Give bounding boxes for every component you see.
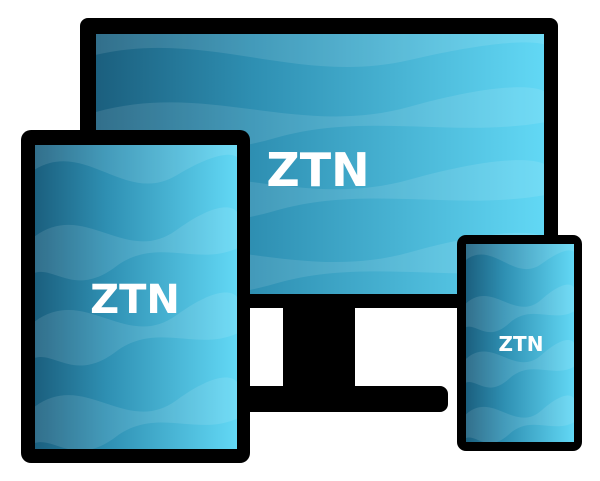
- tablet-label: ZTN: [90, 277, 180, 323]
- monitor-stand-base: [232, 386, 448, 412]
- tablet-screen: [35, 145, 237, 449]
- phone-label: ZTN: [499, 332, 544, 356]
- phone-screen: [466, 244, 574, 442]
- phone: ZTN: [457, 235, 582, 451]
- monitor-stand-neck: [283, 300, 355, 392]
- monitor-label: ZTN: [266, 143, 369, 197]
- tablet: ZTN: [21, 130, 250, 463]
